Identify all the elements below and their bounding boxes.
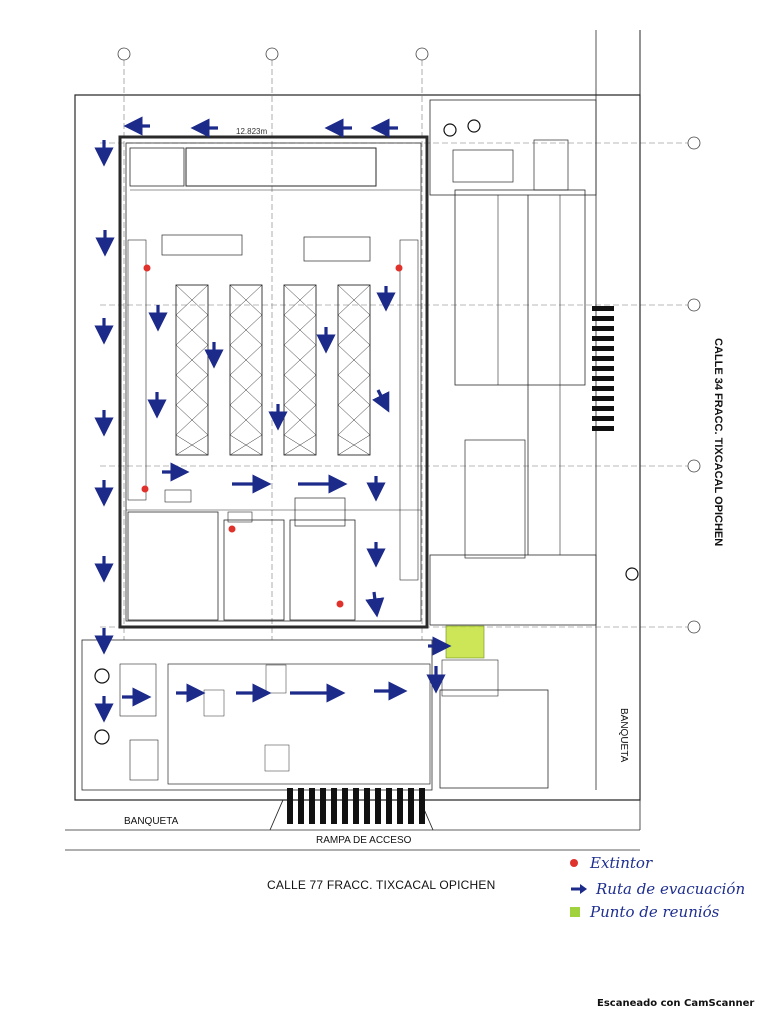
evacuation-routes [94, 116, 452, 723]
sidewalk-label-bottom: BANQUETA [124, 816, 179, 827]
store-building [118, 135, 429, 629]
extinguisher-dot-icon [570, 859, 578, 867]
legend-label-meeting-point: Punto de reuniós [590, 903, 720, 921]
sidewalk-label-right: BANQUETA [618, 708, 629, 763]
arrow-right-icon [571, 884, 587, 894]
legend-item-extinguisher: Extintor [570, 852, 652, 874]
legend-label-extinguisher: Extintor [590, 854, 653, 872]
street-label-bottom: CALLE 77 FRACC. TIXCACAL OPICHEN [267, 878, 496, 892]
east-parking [429, 99, 597, 789]
extinguishers [141, 264, 403, 608]
legend-label-route: Ruta de evacuación [596, 880, 746, 898]
scanner-watermark: Escaneado con CamScanner [597, 998, 755, 1009]
gondola-racks [175, 284, 371, 456]
legend-item-route: Ruta de evacuación [570, 878, 745, 900]
dimension-label: 12.823m [236, 127, 268, 136]
meeting-point-square-icon [570, 907, 580, 917]
grid-bubbles [117, 47, 701, 634]
street-label-right: CALLE 34 FRACC. TIXCACAL OPICHEN [712, 338, 724, 547]
crosswalk-east [592, 306, 614, 431]
lot-boundary [65, 30, 641, 851]
meeting-point [445, 625, 485, 659]
legend-item-meeting-point: Punto de reuniós [570, 901, 719, 923]
access-ramp-label: RAMPA DE ACCESO [316, 835, 412, 846]
tree-symbols [94, 119, 639, 745]
south-parking [81, 639, 499, 831]
crosswalk-south [287, 788, 425, 824]
